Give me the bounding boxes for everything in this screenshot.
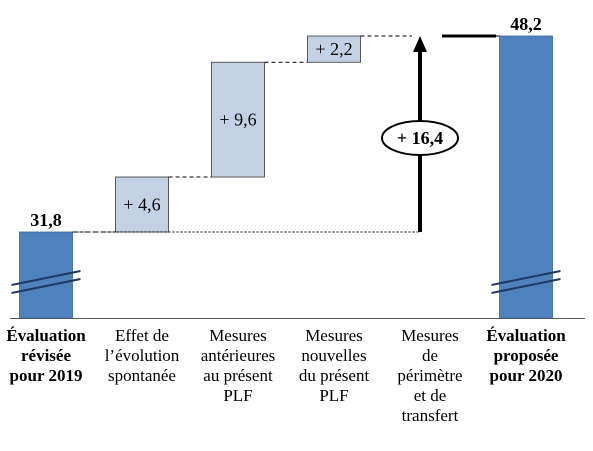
axis-break-mark-0-0 bbox=[11, 270, 81, 286]
data-label-3: + 2,2 bbox=[315, 39, 352, 59]
axis-break-mark-5-0 bbox=[491, 270, 561, 286]
total-change-label: + 16,4 bbox=[397, 128, 443, 148]
total-change-arrowhead bbox=[413, 36, 427, 52]
bar-delta-3 bbox=[307, 35, 361, 63]
category-label-5: Évaluation proposée pour 2020 bbox=[486, 326, 566, 385]
data-label-5: 48,2 bbox=[510, 14, 542, 34]
category-label-2: Mesures antérieures au présent PLF bbox=[200, 326, 276, 405]
bar-delta-1 bbox=[115, 176, 169, 233]
axis-break-mark-0-1 bbox=[11, 278, 81, 294]
bar-delta-2 bbox=[211, 61, 265, 178]
category-label-3: Mesures nouvelles du présent PLF bbox=[298, 326, 370, 405]
category-label-4: Mesures de périmètre et de transfert bbox=[397, 326, 463, 425]
data-label-1: + 4,6 bbox=[123, 195, 160, 215]
category-label-0: Évaluation révisée pour 2019 bbox=[6, 326, 86, 385]
category-label-1: Effet de l’évolution spontanée bbox=[104, 326, 180, 385]
bar-total-5 bbox=[499, 35, 553, 319]
data-label-0: 31,8 bbox=[30, 210, 62, 230]
axis-break-mark-5-1 bbox=[491, 278, 561, 294]
total-change-ellipse bbox=[381, 120, 459, 156]
data-label-2: + 9,6 bbox=[219, 110, 256, 130]
